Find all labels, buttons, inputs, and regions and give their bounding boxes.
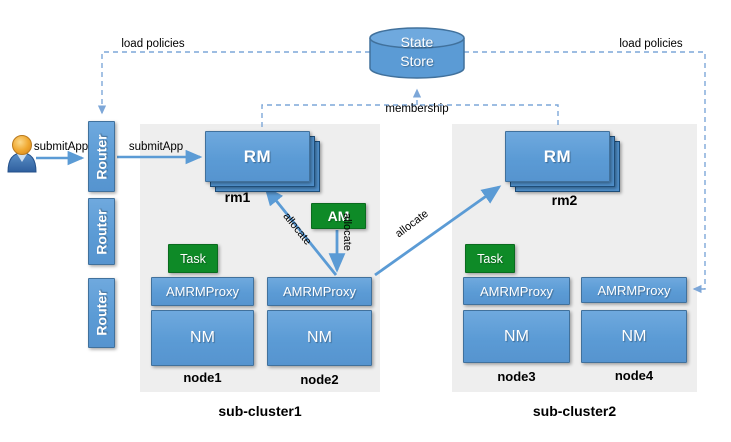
node2-nm-box: NM [267, 310, 372, 366]
allocate-arrow-to-rm1 [264, 185, 338, 276]
node4-amrmproxy-box: AMRMProxy [581, 277, 687, 303]
node3-label: node3 [497, 369, 536, 384]
sub-cluster2-caption: sub-cluster2 [532, 403, 617, 419]
node3-nm-box: NM [463, 310, 570, 363]
task-box-sc1: Task [168, 244, 218, 273]
router-box-2: Router [88, 198, 115, 265]
user-icon [7, 135, 37, 173]
membership-label: membership [385, 103, 449, 115]
sub-cluster1-caption: sub-cluster1 [218, 403, 302, 419]
rm2-box: RM [505, 131, 610, 182]
state-store-label: State Store [400, 34, 434, 69]
allocate-label-am: allocate [341, 213, 353, 251]
rm1-box: RM [205, 131, 310, 182]
router-box-3: Router [88, 278, 115, 348]
am-box: AM [311, 203, 366, 229]
task-box-sc2: Task [465, 244, 515, 273]
node2-amrmproxy-box: AMRMProxy [267, 277, 372, 306]
node3-amrmproxy-box: AMRMProxy [463, 277, 570, 305]
load-policies-right-label: load policies [619, 38, 683, 50]
node1-amrmproxy-box: AMRMProxy [151, 277, 254, 306]
submitapp-router-label: submitApp [128, 141, 184, 153]
state-store-cylinder [369, 27, 465, 79]
node1-label: node1 [183, 370, 222, 385]
membership-line [261, 104, 559, 127]
router-2-label: Router [93, 208, 110, 255]
router-3-label: Router [93, 290, 110, 336]
rm1-name-label: rm1 [224, 189, 251, 205]
router-box-1: Router [88, 121, 115, 192]
load-policies-left-label: load policies [121, 38, 185, 50]
load-policies-right-line [464, 51, 706, 294]
node1-nm-box: NM [151, 310, 254, 366]
node4-nm-box: NM [581, 310, 687, 363]
submitapp-user-label: submitApp [33, 141, 89, 153]
rm2-name-label: rm2 [551, 192, 578, 208]
node2-label: node2 [300, 372, 339, 387]
router-1-label: Router [93, 133, 110, 180]
load-policies-left-line [97, 51, 370, 115]
allocate-arrow-to-rm2 [374, 185, 502, 277]
node4-label: node4 [614, 368, 654, 383]
